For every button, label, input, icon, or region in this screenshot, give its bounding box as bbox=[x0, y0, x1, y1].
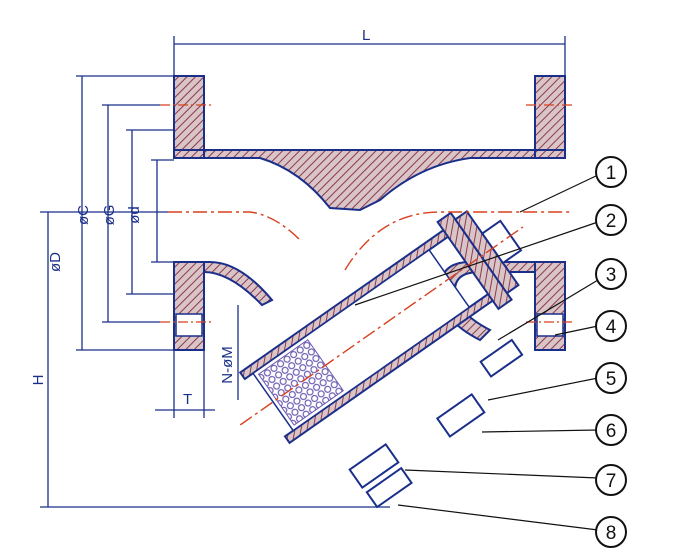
svg-text:8: 8 bbox=[606, 523, 617, 544]
dim-bolt-holes-label: N-øM bbox=[219, 346, 236, 384]
svg-text:1: 1 bbox=[606, 163, 617, 184]
callout-6: 6 bbox=[595, 414, 627, 446]
svg-text:5: 5 bbox=[606, 369, 617, 390]
dim-height-label: H bbox=[30, 375, 47, 386]
dim-bore-label: ød bbox=[126, 206, 143, 224]
callout-3: 3 bbox=[595, 258, 627, 290]
dim-flange-od-label: øD bbox=[47, 252, 64, 272]
callout-5: 5 bbox=[595, 362, 627, 394]
dim-raised-face-label: øG bbox=[101, 205, 118, 226]
callout-4: 4 bbox=[595, 310, 627, 342]
dim-thickness-label: T bbox=[183, 391, 192, 408]
callout-1: 1 bbox=[595, 156, 627, 188]
callout-8: 8 bbox=[595, 516, 627, 548]
dim-length-label: L bbox=[362, 27, 370, 44]
right-flange bbox=[534, 75, 566, 351]
dimension-lines bbox=[40, 36, 566, 508]
svg-text:6: 6 bbox=[606, 421, 617, 442]
svg-text:4: 4 bbox=[606, 317, 617, 338]
bonnet-bolts bbox=[348, 338, 524, 509]
callout-bubbles: 1 2 3 4 5 6 7 8 bbox=[595, 156, 627, 548]
svg-text:3: 3 bbox=[606, 265, 617, 286]
screen-barrel bbox=[238, 209, 524, 445]
dim-bolt-circle-label: øC bbox=[75, 205, 92, 225]
svg-text:7: 7 bbox=[606, 471, 617, 492]
svg-text:2: 2 bbox=[606, 211, 617, 232]
flow-centerline bbox=[160, 104, 572, 323]
left-flange bbox=[173, 75, 205, 351]
callout-2: 2 bbox=[595, 204, 627, 236]
callout-leaders bbox=[354, 174, 599, 531]
callout-7: 7 bbox=[595, 464, 627, 496]
